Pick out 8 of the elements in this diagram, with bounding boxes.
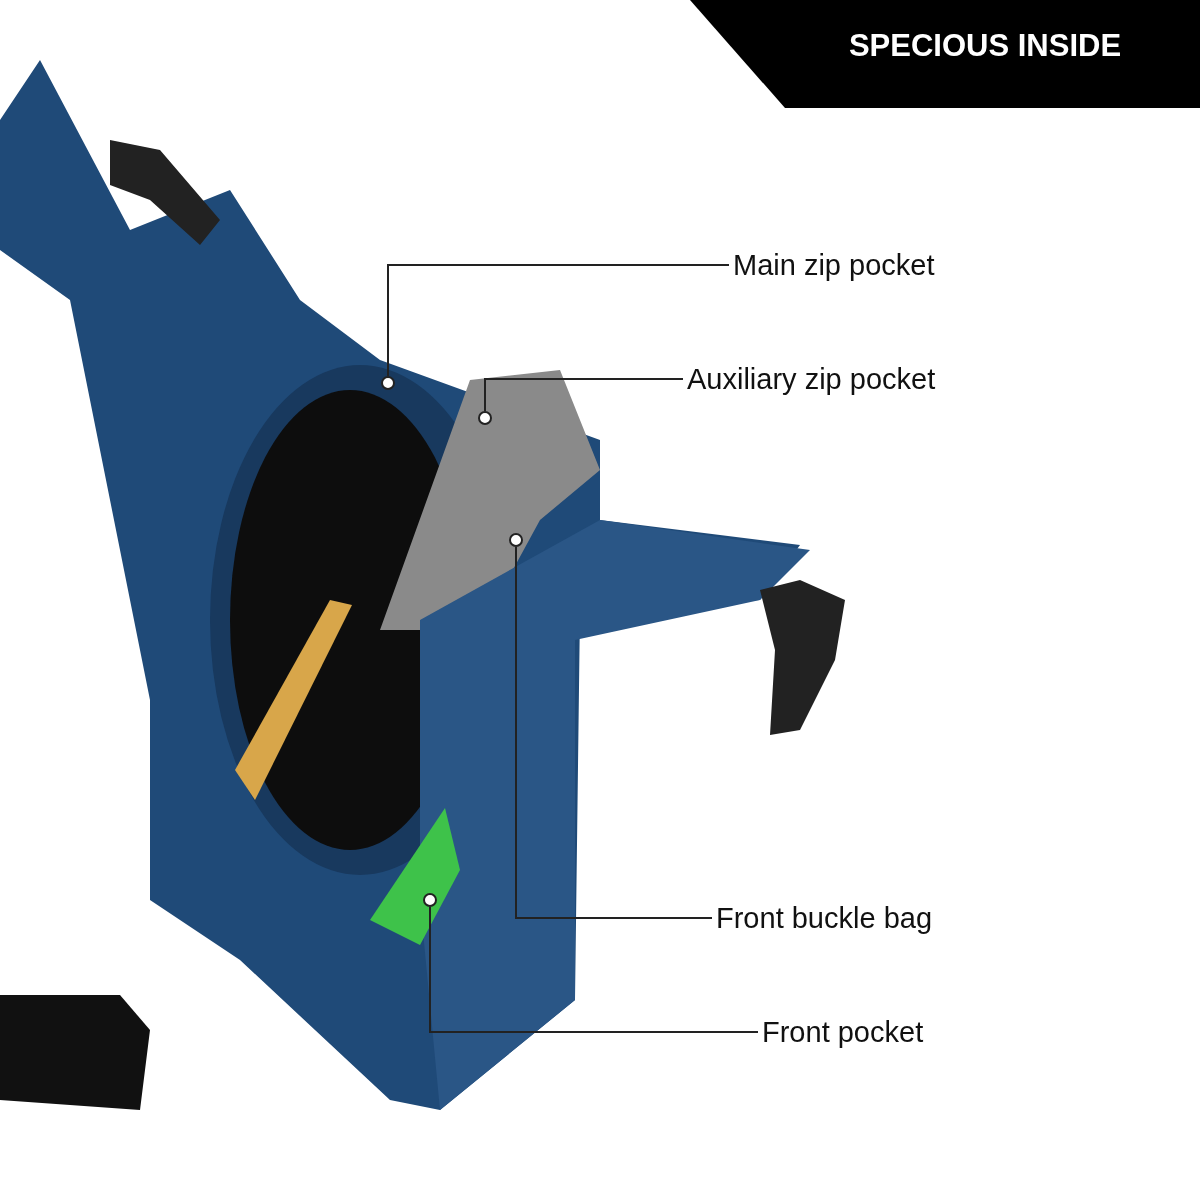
callout-label: Auxiliary zip pocket [687,359,936,399]
leader-line [515,546,713,919]
leader-line [429,906,759,1033]
title: SPECIOUS INSIDE [847,28,1123,64]
leader-line [484,378,684,412]
callout-label: Front buckle bag [716,898,932,938]
callout-label: Front pocket [762,1012,924,1052]
callout-label: Main zip pocket [733,245,935,285]
